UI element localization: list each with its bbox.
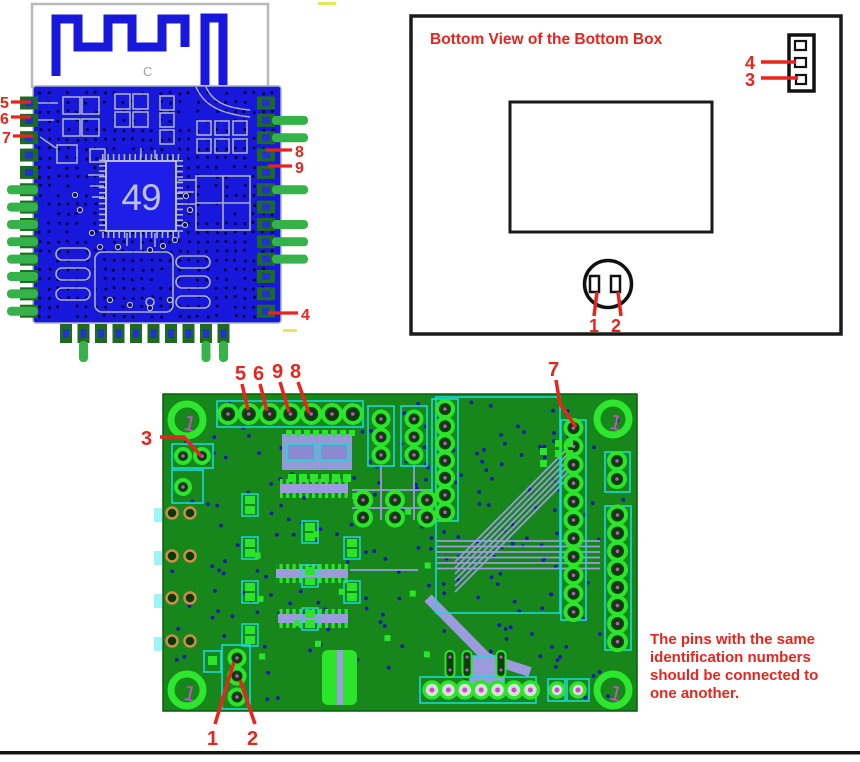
bottom-box-title: Bottom View of the Bottom Box — [430, 31, 663, 48]
leader-pcb-6 — [258, 383, 269, 412]
leader-pcb-5 — [240, 383, 250, 411]
plug-pin-1 — [588, 274, 601, 294]
leader-lines — [11, 60, 798, 725]
module-pin-label-9: 9 — [295, 160, 304, 177]
pcb-pin-label-5: 5 — [235, 363, 246, 385]
bottom-rule — [0, 751, 860, 755]
leader-box-1 — [592, 291, 599, 317]
module-pin-label-5: 5 — [0, 95, 9, 112]
pcb-pin-label-6: 6 — [253, 363, 264, 385]
box-inner-cutout — [508, 100, 714, 234]
leader-pcb-1 — [213, 661, 236, 725]
pcb-pin-label-7: 7 — [548, 359, 559, 381]
box-pin-label-3: 3 — [745, 70, 755, 90]
module-traces — [38, 86, 251, 250]
pcb-pin-label-2: 2 — [247, 728, 258, 750]
connector-pin-4 — [793, 56, 808, 69]
hole-mark-tl: 1 — [181, 411, 199, 437]
antenna-meander-trace — [51, 14, 190, 76]
pcb-silkscreen-outlines — [154, 396, 632, 710]
leader-box-2 — [616, 291, 623, 317]
connector-pin-top — [793, 39, 808, 52]
plug-pin-2 — [609, 274, 622, 294]
leader-pcb-8 — [296, 381, 311, 414]
antenna-silkscreen-mark: C — [143, 64, 152, 79]
pcb-large-component-stripe — [337, 650, 343, 705]
bt-module-top-view: 49 C — [7, 2, 336, 362]
module-pin-label-4: 4 — [301, 307, 310, 324]
pcb-pin-label-3: 3 — [141, 428, 152, 450]
module-vias — [71, 191, 194, 312]
yellow-mark-top — [318, 2, 336, 5]
main-chip — [105, 160, 177, 232]
antenna-feed-trace — [200, 13, 228, 85]
hole-mark-tr: 1 — [607, 410, 625, 436]
hole-mark-br: 1 — [607, 681, 625, 707]
box-pin-label-4: 4 — [745, 53, 755, 73]
leader-pcb-3 — [160, 435, 203, 458]
chip-marking: 49 — [121, 177, 160, 218]
leader-pcb-7 — [554, 379, 578, 428]
bottom-box-outline-view — [409, 14, 843, 336]
yellow-mark-bottom — [283, 329, 297, 332]
hole-mark-bl: 1 — [181, 681, 199, 707]
module-pin-label-6: 6 — [0, 111, 9, 128]
pin-number-labels: 5 6 7 8 9 4 4 3 1 2 5 6 9 8 7 3 1 2 — [0, 53, 755, 750]
module-components — [55, 93, 251, 313]
leader-pcb-2 — [238, 679, 257, 725]
chip-pin-ring — [99, 154, 183, 238]
box-pin-label-2: 2 — [611, 316, 621, 336]
box-pin-label-1: 1 — [589, 316, 599, 336]
pcb-pin-label-9: 9 — [272, 361, 283, 383]
module-pin-label-8: 8 — [295, 144, 304, 161]
module-pin-label-7: 7 — [2, 130, 11, 147]
module-edge-pads — [7, 96, 308, 362]
connection-note: The pins with the same identification nu… — [650, 631, 819, 702]
pcb-pin-label-8: 8 — [290, 361, 301, 383]
leader-pcb-9 — [278, 381, 291, 413]
pcb-mounting-holes — [167, 399, 633, 710]
pcb-pin-label-1: 1 — [207, 728, 218, 750]
carrier-pcb-layout: 1 1 1 1 — [154, 393, 638, 712]
